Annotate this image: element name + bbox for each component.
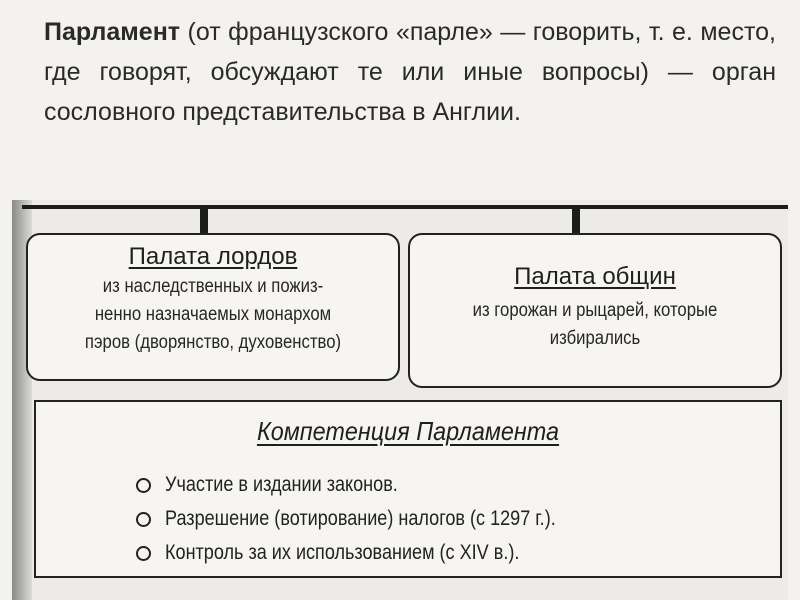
connector-commons bbox=[572, 207, 580, 235]
top-connector-bar bbox=[22, 205, 788, 209]
house-of-lords-line: ненно назначаемых монархом bbox=[94, 304, 332, 325]
bullet-circle-icon bbox=[136, 477, 151, 493]
competence-item-text: Разрешение (вотирование) налогов (с 1297… bbox=[165, 507, 556, 530]
house-of-lords-line: пэров (дворянство, духовенство) bbox=[84, 332, 342, 353]
list-item: Участие в издании законов. bbox=[136, 468, 619, 502]
house-of-commons-line: избирались bbox=[549, 328, 641, 349]
competence-item-text: Контроль за их использованием (с XIV в.)… bbox=[165, 541, 520, 564]
competence-box: Компетенция Парламента Участие в издании… bbox=[34, 400, 782, 578]
bullet-circle-icon bbox=[136, 511, 151, 527]
house-of-lords-title: Палата лордов bbox=[128, 243, 298, 270]
list-item: Разрешение (вотирование) налогов (с 1297… bbox=[136, 502, 619, 536]
competence-title: Компетенция Парламента bbox=[256, 416, 560, 446]
definition-body: (от французского «парле» — говорить, т. … bbox=[44, 18, 776, 126]
house-of-lords-line: из наследственных и пожиз- bbox=[102, 276, 324, 297]
list-item: Контроль за их использованием (с XIV в.)… bbox=[136, 536, 619, 570]
bullet-circle-icon bbox=[136, 545, 151, 561]
definition-text: Парламент (от французского «парле» — гов… bbox=[44, 12, 776, 132]
house-of-commons-title: Палата общин bbox=[514, 263, 676, 290]
competence-item-text: Участие в издании законов. bbox=[165, 473, 398, 496]
parliament-diagram: Палата лордов из наследственных и пожиз-… bbox=[12, 200, 788, 600]
house-of-commons-box: Палата общин из горожан и рыцарей, котор… bbox=[408, 233, 782, 388]
house-of-commons-line: из горожан и рыцарей, которые bbox=[472, 300, 718, 321]
connector-lords bbox=[200, 207, 208, 235]
house-of-lords-box: Палата лордов из наследственных и пожиз-… bbox=[26, 233, 400, 381]
competence-list: Участие в издании законов. Разрешение (в… bbox=[136, 468, 619, 570]
definition-term: Парламент bbox=[44, 18, 181, 46]
